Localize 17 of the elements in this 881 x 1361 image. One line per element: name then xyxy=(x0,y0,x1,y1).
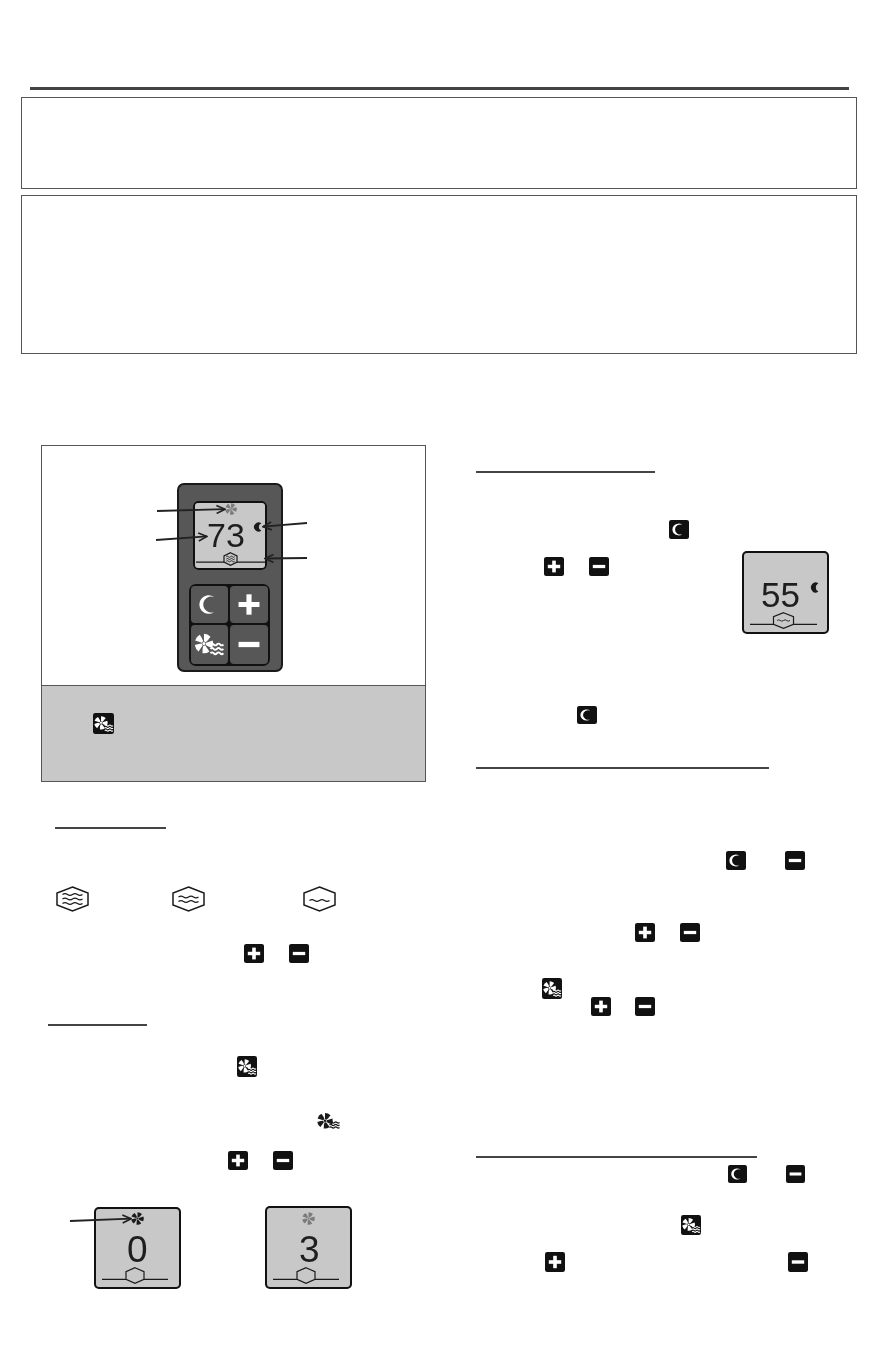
leader-arrow xyxy=(262,521,308,531)
leader-arrow xyxy=(69,1214,132,1224)
fan-icon xyxy=(225,503,237,515)
leader-arrow xyxy=(155,532,208,542)
leader-arrow xyxy=(156,504,226,515)
lcd-screen xyxy=(265,1206,352,1289)
fan-icon xyxy=(131,1212,144,1225)
digit-readout: 0 xyxy=(127,1231,148,1268)
digit-readout: 73 xyxy=(207,518,245,552)
digit-readout: 55 xyxy=(761,577,800,612)
leader-arrow xyxy=(264,553,308,564)
moon-icon xyxy=(254,522,263,532)
lcd-screen xyxy=(742,551,829,634)
lcd-screen xyxy=(193,501,267,570)
lcd-screen xyxy=(94,1207,181,1289)
hexagon-bar-icon xyxy=(196,552,265,566)
digit-readout: 3 xyxy=(299,1231,320,1268)
